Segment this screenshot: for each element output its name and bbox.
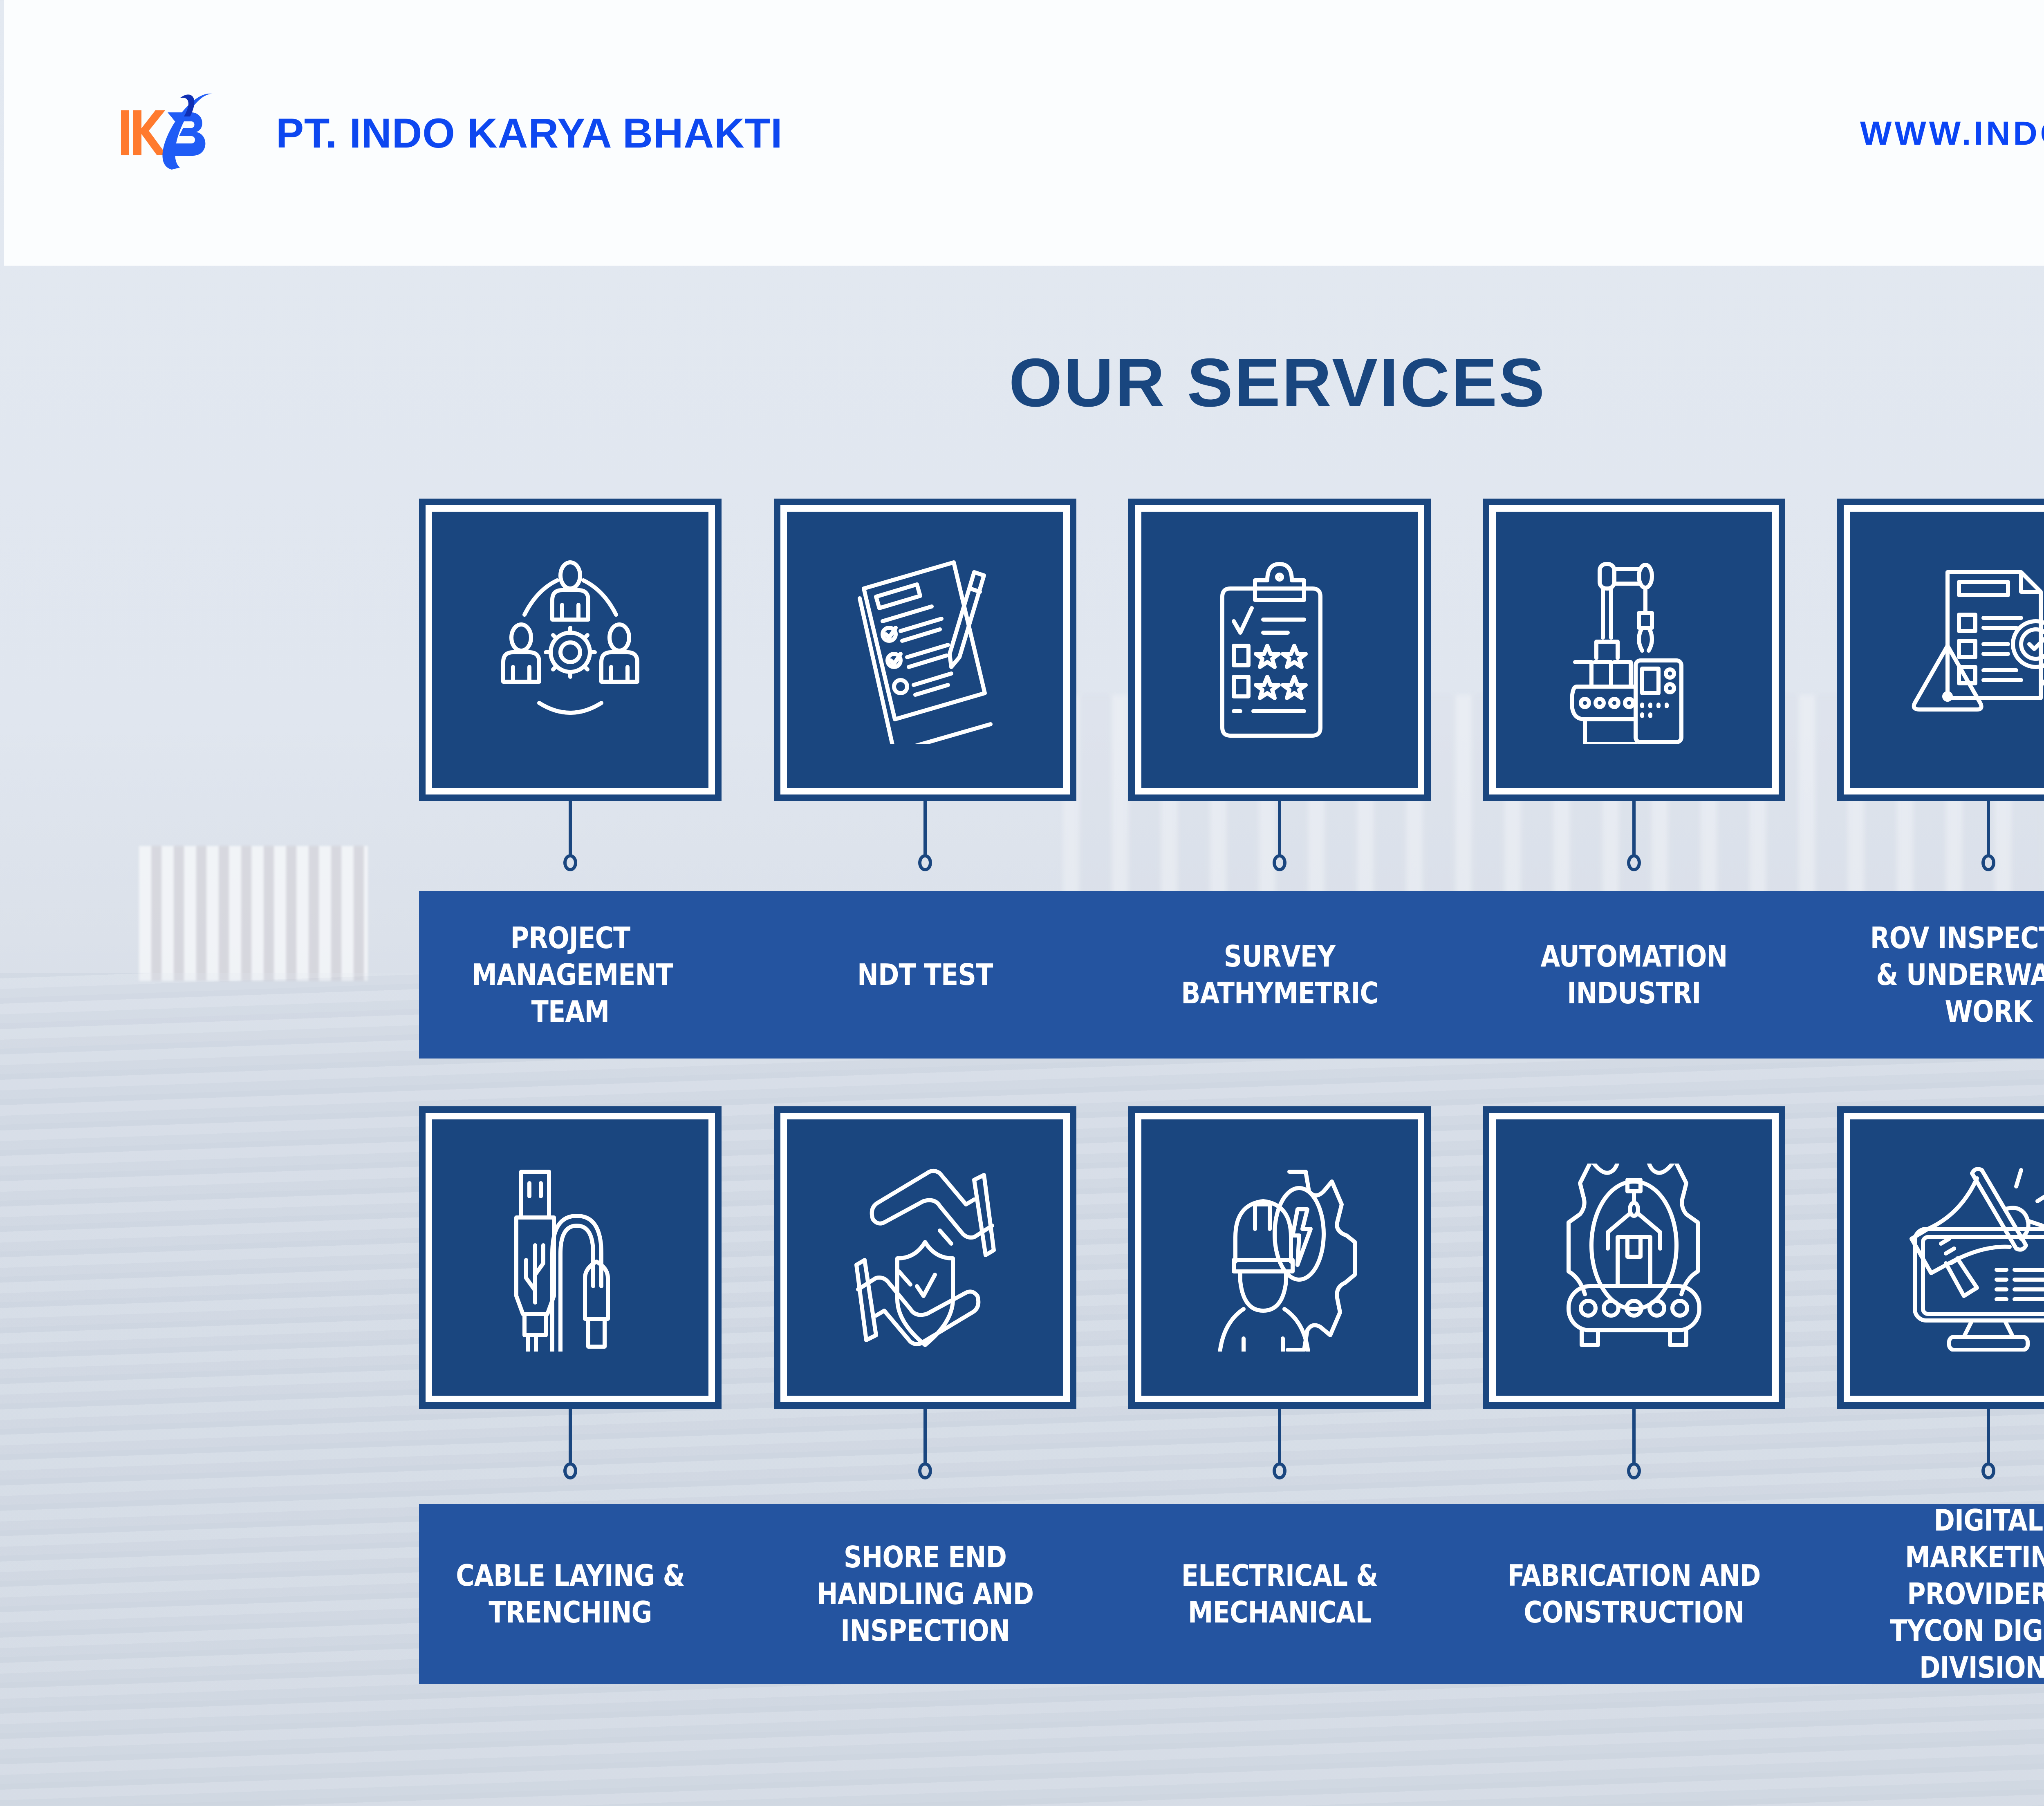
header-bar: PT. INDO KARYA BHAKTI WWW.INDOKARYABHAKT…: [4, 0, 2044, 266]
service-label-survey-bathymetric[interactable]: SURVEY BATHYMETRIC: [1181, 939, 1378, 1010]
megaphone-monitor-icon: [1910, 1167, 2044, 1352]
service-card-ndt-test[interactable]: [774, 499, 1076, 801]
service-label-fabrication-construction[interactable]: FABRICATION AND CONSTRUCTION: [1507, 1558, 1761, 1629]
connector-line: [1632, 800, 1636, 857]
service-labels-band-bottom: [419, 1504, 2044, 1684]
connector-dot: [1273, 1462, 1286, 1479]
connector-dot: [563, 1462, 577, 1479]
service-card-electrical-mechanical[interactable]: [1128, 1106, 1431, 1409]
connector-dot: [918, 854, 932, 871]
connector-dot: [1273, 854, 1286, 871]
background-oil-platform-left: [139, 846, 368, 981]
document-inspection-warning-icon: [1912, 570, 2044, 712]
service-card-digital-marketing[interactable]: [1837, 1106, 2044, 1409]
service-label-project-management[interactable]: PROJECT MANAGEMENT TEAM: [472, 921, 673, 1029]
connector-dot: [1981, 854, 1995, 871]
engineer-gear-bolt-icon: [1218, 1170, 1357, 1352]
service-card-fabrication-construction[interactable]: [1483, 1106, 1785, 1409]
clipboard-rating-icon: [1220, 562, 1322, 738]
connector-line: [923, 1408, 927, 1465]
service-card-project-management[interactable]: [419, 499, 722, 801]
service-label-electrical-mechanical[interactable]: ELECTRICAL & MECHANICAL: [1181, 1558, 1378, 1629]
service-label-shore-end[interactable]: SHORE END HANDLING AND INSPECTION: [816, 1540, 1034, 1648]
team-gear-icon: [501, 560, 639, 715]
service-card-survey-bathymetric[interactable]: [1128, 499, 1431, 801]
connector-dot: [918, 1462, 932, 1479]
service-label-digital-marketing[interactable]: DIGITAL MARKETING PROVIDER ( TYCON DIGMA…: [1890, 1503, 2044, 1685]
service-label-ndt-test[interactable]: NDT TEST: [857, 958, 993, 992]
connector-dot: [1981, 1462, 1995, 1479]
service-card-shore-end[interactable]: [774, 1106, 1076, 1409]
robotic-arm-conveyor-icon: [1570, 562, 1683, 744]
connector-line: [1987, 800, 1990, 857]
connector-line: [1278, 800, 1281, 857]
service-card-cable-laying[interactable]: [419, 1106, 722, 1409]
connector-line: [569, 800, 572, 857]
connector-dot: [1627, 854, 1641, 871]
service-label-rov-inspection[interactable]: ROV INSPECTION & UNDERWATER WORK: [1870, 921, 2044, 1029]
usb-cable-icon: [514, 1170, 610, 1352]
company-name: PT. INDO KARYA BHAKTI: [276, 110, 783, 157]
checklist-pen-icon: [858, 560, 993, 744]
page-title: OUR SERVICES: [1009, 344, 1546, 421]
connector-line: [923, 800, 927, 857]
connector-dot: [563, 854, 577, 871]
service-label-cable-laying[interactable]: CABLE LAYING & TRENCHING: [456, 1558, 685, 1629]
service-labels-band-top: [419, 891, 2044, 1059]
connector-dot: [1627, 1462, 1641, 1479]
connector-line: [1632, 1408, 1636, 1465]
connector-line: [1987, 1408, 1990, 1465]
connector-line: [1278, 1408, 1281, 1465]
hands-shield-icon: [854, 1169, 996, 1347]
service-card-automation-industri[interactable]: [1483, 499, 1785, 801]
connector-line: [569, 1408, 572, 1465]
gear-factory-conveyor-icon: [1567, 1164, 1701, 1347]
service-label-automation-industri[interactable]: AUTOMATION INDUSTRI: [1540, 939, 1728, 1010]
service-card-rov-inspection[interactable]: [1837, 499, 2044, 801]
company-logo-icon: [121, 94, 213, 170]
